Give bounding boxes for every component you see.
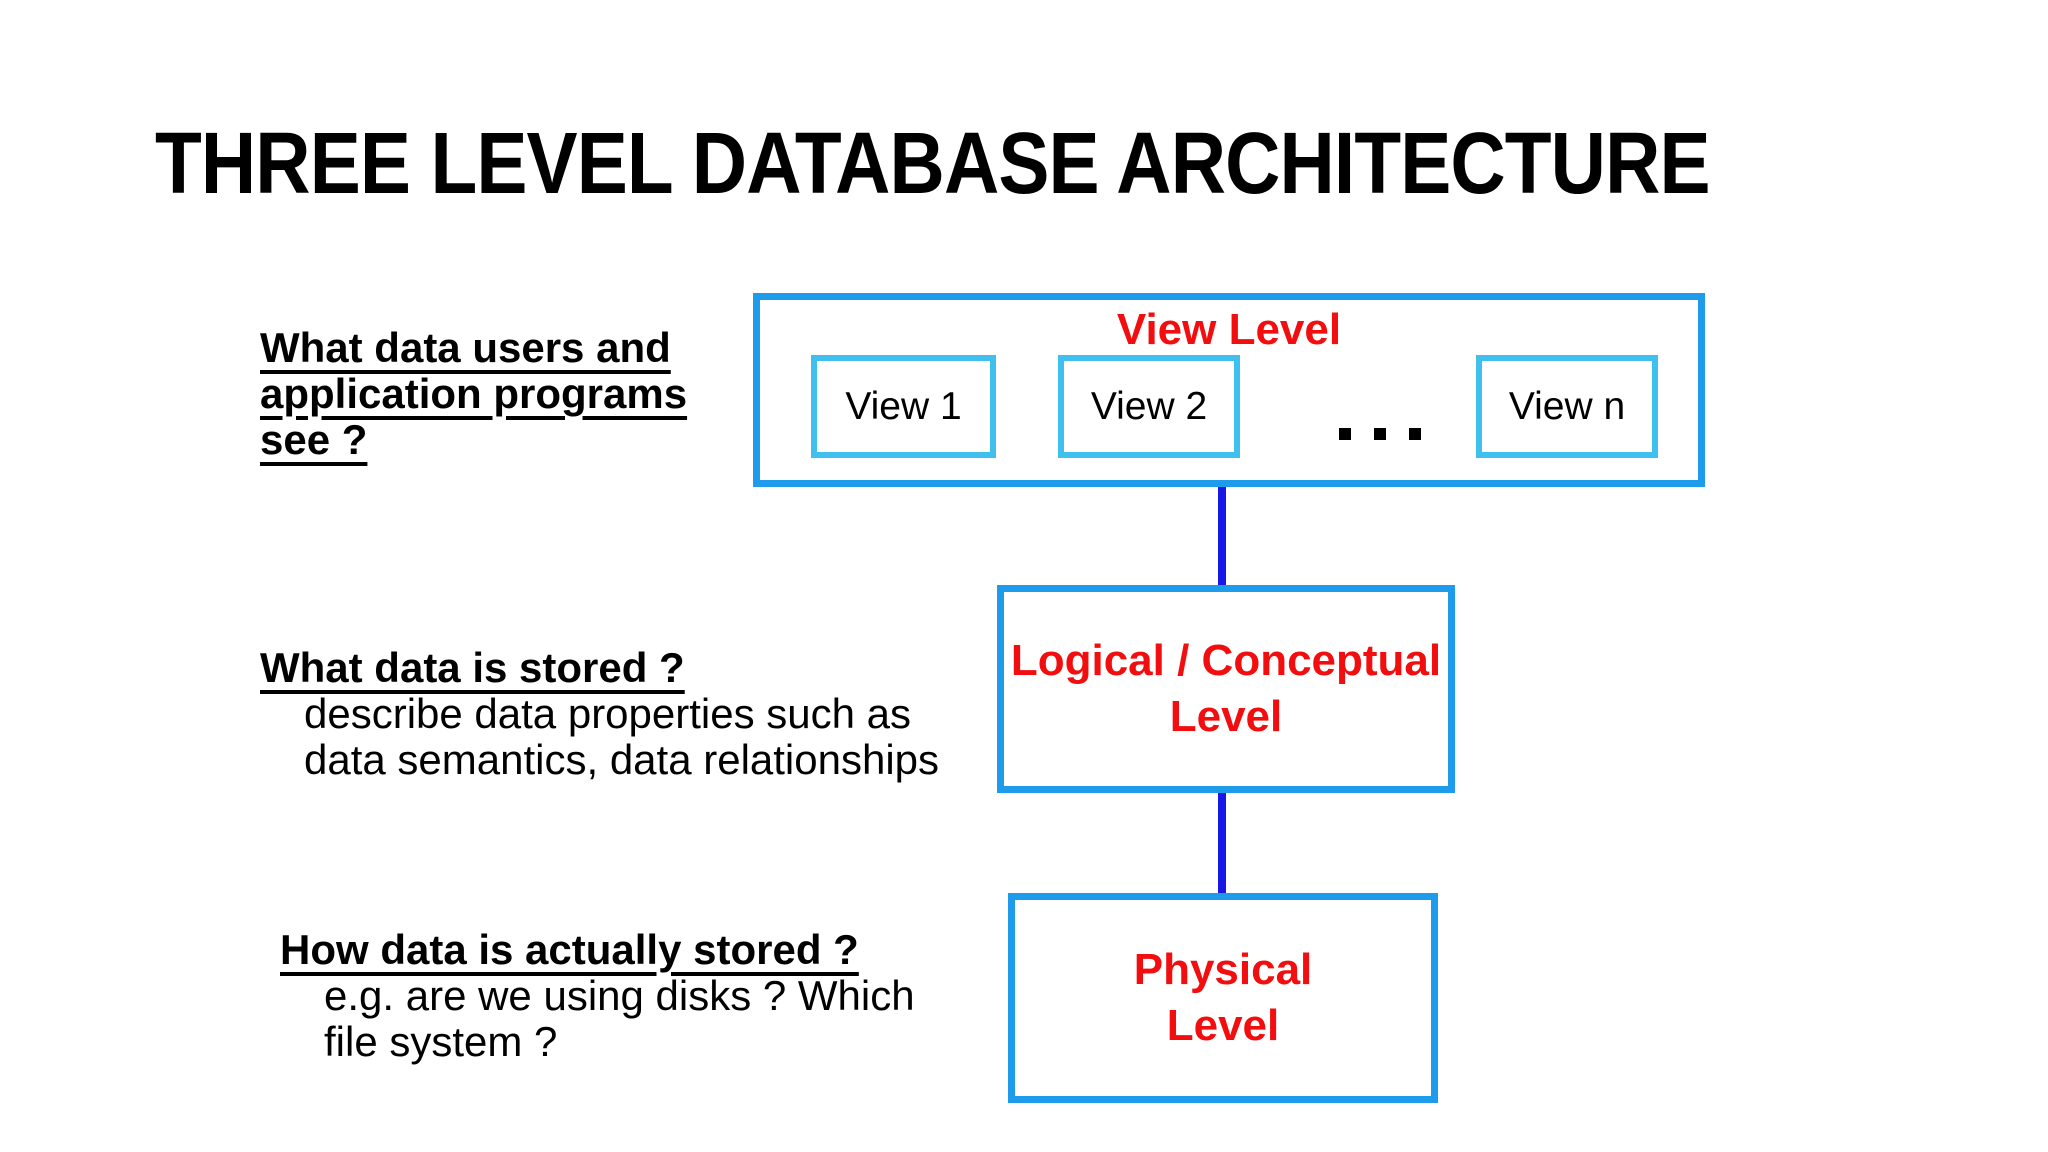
question-heading-text: What data is stored ?	[260, 644, 685, 691]
logical-level-label: Logical / Conceptual Level	[1004, 592, 1448, 786]
question-detail-line: describe data properties such as	[304, 690, 912, 737]
question-detail-line: e.g. are we using disks ? Which	[324, 972, 915, 1019]
view-level-box: View Level View 1 View 2 View n	[753, 293, 1705, 487]
physical-level-label-line1: Physical	[1133, 945, 1313, 994]
physical-level-label-line2: Level	[1166, 1001, 1280, 1050]
view-2-label: View 2	[1090, 384, 1208, 428]
view-1-box: View 1	[811, 355, 996, 458]
view-n-box: View n	[1476, 355, 1658, 458]
view-1-label: View 1	[845, 384, 962, 428]
view-n-label: View n	[1508, 384, 1626, 428]
logical-level-label-line1: Logical / Conceptual	[1010, 636, 1442, 685]
question-detail-line: data semantics, data relationships	[304, 736, 940, 783]
question-logical-level: What data is stored ? describe data prop…	[260, 645, 960, 783]
question-detail-line: file system ?	[324, 1018, 558, 1065]
slide-title: THREE LEVEL DATABASE ARCHITECTURE	[155, 115, 1711, 212]
question-heading: How data is actually stored ?	[280, 927, 980, 973]
logical-conceptual-level-box: Logical / Conceptual Level	[997, 585, 1455, 793]
question-heading: What data is stored ?	[260, 645, 960, 691]
physical-level-box: Physical Level	[1008, 893, 1438, 1103]
connector-view-to-logical	[1218, 485, 1226, 588]
question-physical-level: How data is actually stored ? e.g. are w…	[280, 927, 980, 1065]
view-level-label: View Level	[1116, 305, 1342, 354]
question-heading: What data users and application programs…	[260, 325, 730, 463]
question-heading-text: What data users and application programs…	[260, 324, 688, 463]
physical-level-label: Physical Level	[1015, 900, 1431, 1096]
question-heading-text: How data is actually stored ?	[280, 926, 859, 973]
view-2-box: View 2	[1058, 355, 1240, 458]
connector-logical-to-physical	[1218, 790, 1226, 896]
ellipsis-dots	[1339, 428, 1421, 440]
question-view-level: What data users and application programs…	[260, 325, 730, 463]
logical-level-label-line2: Level	[1169, 692, 1283, 741]
